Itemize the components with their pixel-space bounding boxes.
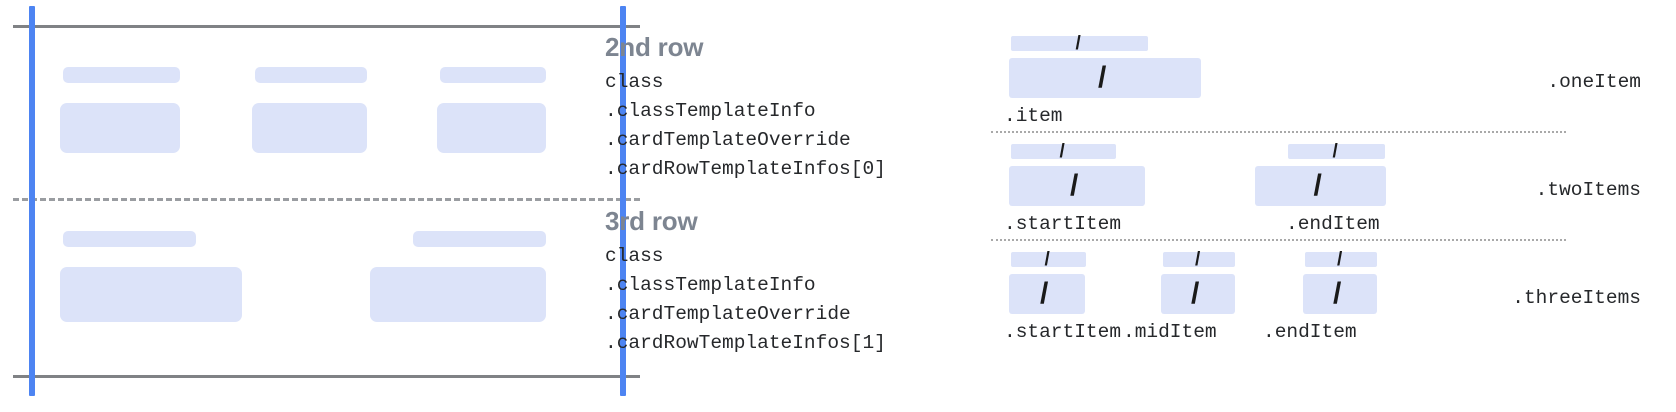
item-top-bar: / <box>1305 249 1377 270</box>
item-main-box: / <box>1255 166 1386 206</box>
right-margin-guide <box>620 6 626 396</box>
card-row-anatomy-diagram <box>0 0 640 412</box>
code-line: .classTemplateInfo <box>605 100 816 122</box>
item-top-bar: / <box>1011 249 1086 270</box>
item-slot-label: .startItem <box>1004 213 1122 235</box>
placeholder-body-box <box>437 103 546 153</box>
row-code-path: class .classTemplateInfo .cardTemplateOv… <box>605 68 886 184</box>
slash-icon: / <box>1333 277 1342 310</box>
item-slot-label: .endItem <box>1263 321 1357 343</box>
slash-icon: / <box>1332 141 1338 162</box>
placeholder-title-bar <box>255 67 367 83</box>
slash-icon: / <box>1059 141 1065 162</box>
diagram-row-separator-dashed <box>13 198 640 201</box>
slash-icon: / <box>1191 277 1200 310</box>
item-main-box: / <box>1161 274 1235 314</box>
slash-icon: / <box>1313 169 1322 202</box>
placeholder-body-box <box>60 267 242 322</box>
item-main-box: / <box>1009 166 1145 206</box>
item-top-bar: / <box>1163 249 1235 270</box>
row-description-3rd: 3rd row class .classTemplateInfo .cardTe… <box>605 204 886 358</box>
variant-separator-dotted <box>991 239 1566 241</box>
item-top-bar: / <box>1011 33 1148 54</box>
code-line: .cardTemplateOverride <box>605 129 851 151</box>
slash-icon: / <box>1098 61 1107 94</box>
slash-icon: / <box>1337 249 1343 270</box>
slash-icon: / <box>1195 249 1201 270</box>
row-heading: 3rd row <box>605 206 698 236</box>
placeholder-body-box <box>252 103 367 153</box>
slash-icon: / <box>1044 249 1050 270</box>
row-code-path: class .classTemplateInfo .cardTemplateOv… <box>605 242 886 358</box>
placeholder-title-bar <box>413 231 546 247</box>
item-slot-label: .midItem <box>1123 321 1217 343</box>
item-group-label: .oneItem <box>1547 71 1641 93</box>
diagram-top-rule <box>13 25 640 28</box>
variant-separator-dotted <box>991 131 1566 133</box>
item-group-label: .threeItems <box>1512 287 1641 309</box>
item-slot-label: .endItem <box>1286 213 1380 235</box>
code-line: class <box>605 71 664 93</box>
placeholder-title-bar <box>440 67 546 83</box>
item-top-bar: / <box>1011 141 1116 162</box>
code-line: .classTemplateInfo <box>605 274 816 296</box>
item-top-bar: / <box>1288 141 1385 162</box>
item-slot-label: .startItem <box>1004 321 1122 343</box>
item-layout-variants: //.item.oneItem //.startItem//.endItem.t… <box>975 0 1676 412</box>
placeholder-title-bar <box>63 231 196 247</box>
item-slot-label: .item <box>1004 105 1063 127</box>
item-main-box: / <box>1009 58 1201 98</box>
placeholder-title-bar <box>63 67 180 83</box>
code-line: class <box>605 245 664 267</box>
row-description-2nd: 2nd row class .classTemplateInfo .cardTe… <box>605 30 886 184</box>
code-line: .cardTemplateOverride <box>605 303 851 325</box>
left-margin-guide <box>29 6 35 396</box>
code-line: .cardRowTemplateInfos[0] <box>605 158 886 180</box>
item-main-box: / <box>1303 274 1377 314</box>
placeholder-body-box <box>370 267 546 322</box>
row-heading: 2nd row <box>605 32 704 62</box>
diagram-bottom-rule <box>13 375 640 378</box>
slash-icon: / <box>1070 169 1079 202</box>
item-main-box: / <box>1009 274 1085 314</box>
slash-icon: / <box>1040 277 1049 310</box>
placeholder-body-box <box>60 103 180 153</box>
item-group-label: .twoItems <box>1535 179 1641 201</box>
slash-icon: / <box>1075 33 1081 54</box>
code-line: .cardRowTemplateInfos[1] <box>605 332 886 354</box>
